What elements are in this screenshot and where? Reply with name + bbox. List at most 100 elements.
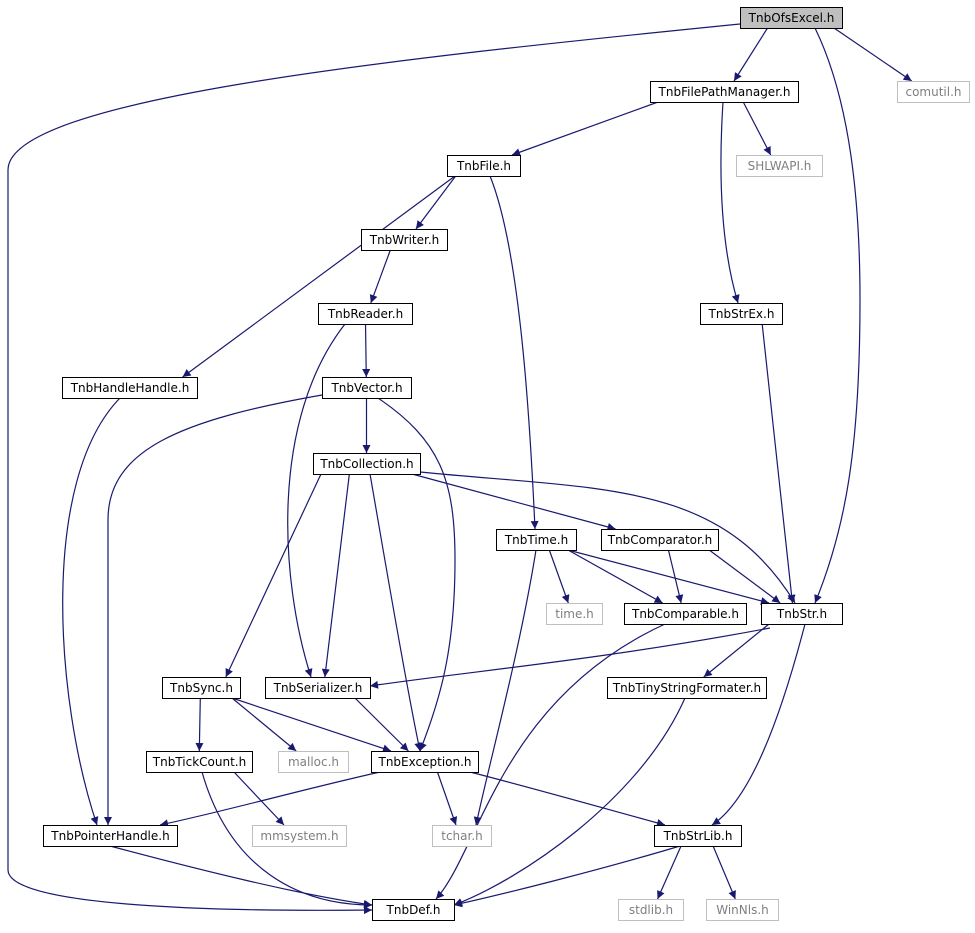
node-label: TnbHandleHandle.h	[70, 381, 190, 395]
node-tnbcollection[interactable]: TnbCollection.h	[313, 453, 421, 475]
node-box	[546, 603, 603, 625]
node-tnbreader[interactable]: TnbReader.h	[318, 303, 413, 325]
node-tchar: tchar.h	[432, 825, 492, 847]
edge-tnbexception-to-tnbpointerhandle	[159, 771, 381, 828]
node-label: TnbException.h	[377, 755, 471, 769]
edge-tnbtime-to-tnbcomparable	[567, 549, 663, 604]
edge-tnbcomparator-to-tnbstr	[708, 549, 781, 604]
node-comutil: comutil.h	[897, 81, 970, 103]
edge-tnbfilepathmanager-to-tnbstrex	[720, 101, 740, 304]
node-tnbwriter[interactable]: TnbWriter.h	[361, 229, 448, 251]
node-stdlib: stdlib.h	[618, 899, 684, 921]
edge-tnbsync-to-malloc	[231, 697, 297, 752]
node-box	[618, 899, 684, 921]
node-tnbdef[interactable]: TnbDef.h	[372, 899, 455, 921]
node-label: TnbTime.h	[504, 533, 568, 547]
edge-tnbstrex-to-tnbstr	[761, 323, 796, 604]
node-box	[654, 825, 742, 847]
edge-tnbvector-to-tnbexception	[377, 397, 456, 752]
node-box	[706, 899, 779, 921]
node-box	[700, 303, 783, 325]
node-label: TnbFile.h	[456, 159, 511, 173]
node-tnbsync[interactable]: TnbSync.h	[162, 677, 241, 699]
edge-tnbexception-to-tnbstrlib	[469, 771, 666, 827]
node-tnbvector[interactable]: TnbVector.h	[322, 377, 412, 399]
node-winnls: WinNls.h	[706, 899, 779, 921]
node-box	[146, 751, 253, 773]
node-tnbtinystringformater[interactable]: TnbTinyStringFormater.h	[607, 677, 767, 699]
node-label: TnbStrLib.h	[663, 829, 733, 843]
node-box	[322, 377, 412, 399]
node-box	[313, 453, 421, 475]
node-tnbcomparable[interactable]: TnbComparable.h	[624, 603, 747, 625]
node-tnbtickcount[interactable]: TnbTickCount.h	[146, 751, 253, 773]
node-tnbstr[interactable]: TnbStr.h	[761, 603, 843, 625]
node-tnbstrex[interactable]: TnbStrEx.h	[700, 303, 783, 325]
node-box	[736, 155, 823, 177]
node-tnbfile[interactable]: TnbFile.h	[447, 155, 521, 177]
edge-tnbcollection-to-tnbstr	[419, 471, 796, 604]
node-label: TnbReader.h	[327, 307, 403, 321]
edge-tnbsync-to-tnbtickcount	[195, 697, 204, 752]
node-tnbexception[interactable]: TnbException.h	[371, 751, 479, 773]
node-box	[496, 529, 577, 551]
node-tnbfilepathmanager[interactable]: TnbFilePathManager.h	[650, 81, 799, 103]
edge-tnbofsexcel-to-tnbfilepathmanager	[733, 27, 769, 82]
node-tnbpointerhandle[interactable]: TnbPointerHandle.h	[43, 825, 178, 847]
edge-tnbvector-to-tnbpointerhandle	[104, 394, 323, 825]
node-box	[740, 7, 843, 29]
node-label: time.h	[555, 607, 594, 621]
node-label: comutil.h	[905, 85, 961, 99]
node-tnbstrlib[interactable]: TnbStrLib.h	[654, 825, 742, 847]
node-label: malloc.h	[288, 755, 339, 769]
edge-tnbcollection-to-tnbsync	[225, 473, 322, 678]
edge-tnbsync-to-tnbexception	[231, 697, 392, 753]
edge-tnbfilepathmanager-to-tnbfile	[511, 101, 659, 157]
edge-tnbstr-to-tnbtinystringformater	[703, 623, 770, 678]
node-tnbhandlehandle[interactable]: TnbHandleHandle.h	[62, 377, 198, 399]
edge-tnbfilepathmanager-to-shlwapi	[742, 101, 772, 156]
node-label: TnbSerializer.h	[273, 681, 363, 695]
edge-tnbexception-to-tchar	[436, 771, 458, 826]
node-label: TnbStrEx.h	[708, 307, 775, 321]
node-box	[897, 81, 970, 103]
edge-tnbtime-to-time	[548, 549, 570, 604]
node-box	[624, 603, 747, 625]
node-box	[265, 677, 371, 699]
edge-tnbpointerhandle-to-tnbdef	[109, 845, 373, 908]
node-label: TnbComparable.h	[631, 607, 739, 621]
node-label: TnbFilePathManager.h	[658, 85, 791, 99]
edge-tnbtickcount-to-mmsystem	[233, 771, 285, 826]
edge-tnbstr-to-tnbserializer	[369, 627, 771, 689]
node-box	[607, 677, 767, 699]
node-box	[43, 825, 178, 847]
edge-tnbtickcount-to-tnbdef	[201, 771, 373, 909]
node-label: TnbCollection.h	[319, 457, 413, 471]
edge-tnbofsexcel-to-tnbdef	[7, 23, 741, 915]
edges	[7, 23, 913, 915]
edge-tnbstrlib-to-tnbdef	[453, 845, 681, 908]
node-shlwapi: SHLWAPI.h	[736, 155, 823, 177]
edge-tnbserializer-to-tnbexception	[354, 697, 409, 752]
edge-tnbcollection-to-tnbserializer	[321, 473, 350, 678]
edge-tnbhandlehandle-to-tnbpointerhandle	[62, 397, 121, 826]
edge-tnbfile-to-tnbtime	[489, 175, 539, 530]
node-box	[162, 677, 241, 699]
edge-tnbcomparable-to-tnbdef	[435, 623, 666, 900]
node-label: TnbVector.h	[330, 381, 402, 395]
node-label: SHLWAPI.h	[748, 159, 812, 173]
node-box	[372, 899, 455, 921]
node-box	[318, 303, 413, 325]
edge-tnbofsexcel-to-tnbstr	[814, 27, 861, 604]
edge-tnbstrlib-to-winnls	[712, 845, 736, 900]
node-tnbofsexcel[interactable]: TnbOfsExcel.h	[740, 7, 843, 29]
node-tnbserializer[interactable]: TnbSerializer.h	[265, 677, 371, 699]
edge-tnbstrlib-to-stdlib	[657, 845, 682, 900]
node-label: mmsystem.h	[260, 829, 338, 843]
node-box	[432, 825, 492, 847]
node-tnbcomparator[interactable]: TnbComparator.h	[601, 529, 719, 551]
node-box	[371, 751, 479, 773]
edge-tnbreader-to-tnbserializer	[287, 323, 346, 678]
node-tnbtime[interactable]: TnbTime.h	[496, 529, 577, 551]
